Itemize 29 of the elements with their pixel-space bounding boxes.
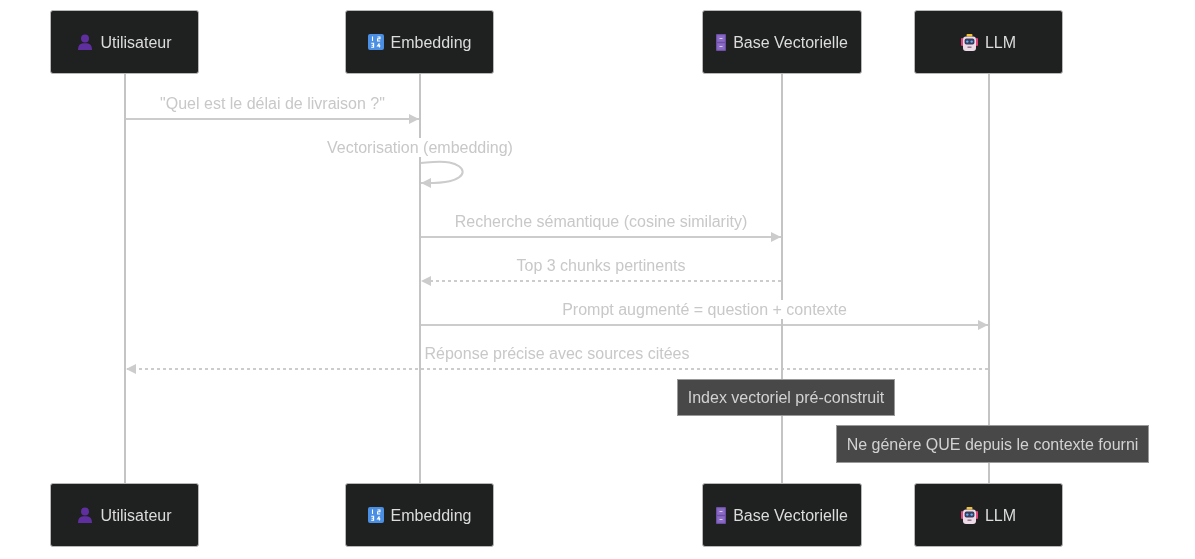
- message-arrow: [125, 114, 420, 124]
- participant-name: Utilisateur: [100, 32, 172, 52]
- note-text: Ne génère QUE depuis le contexte fourni: [846, 434, 1139, 454]
- participant-name: LLM: [984, 32, 1017, 52]
- participant-box: [345, 10, 494, 74]
- participant-box: [702, 483, 862, 547]
- participant-name: LLM: [984, 505, 1017, 525]
- participant-box: [702, 10, 862, 74]
- note-box: [677, 379, 895, 416]
- participant-name: Base Vectorielle: [733, 505, 848, 525]
- lifeline: [124, 74, 126, 483]
- message-arrow: [420, 232, 782, 242]
- message-arrow: [420, 276, 782, 286]
- participant-name: Base Vectorielle: [733, 32, 848, 52]
- participant-box: [345, 483, 494, 547]
- participant-box: [50, 483, 199, 547]
- participant-box: [914, 483, 1063, 547]
- participant-name: Utilisateur: [100, 505, 172, 525]
- message-arrow: [420, 320, 989, 330]
- participant-name: Embedding: [390, 32, 472, 52]
- participant-name: Embedding: [390, 505, 472, 525]
- message-arrow: [125, 364, 989, 374]
- note-text: Index vectoriel pré-construit: [687, 388, 885, 407]
- note-box: [836, 425, 1149, 463]
- lifeline: [419, 74, 421, 483]
- self-loop-arrow: [420, 160, 464, 188]
- participant-box: [50, 10, 199, 74]
- lifeline: [988, 74, 990, 483]
- participant-box: [914, 10, 1063, 74]
